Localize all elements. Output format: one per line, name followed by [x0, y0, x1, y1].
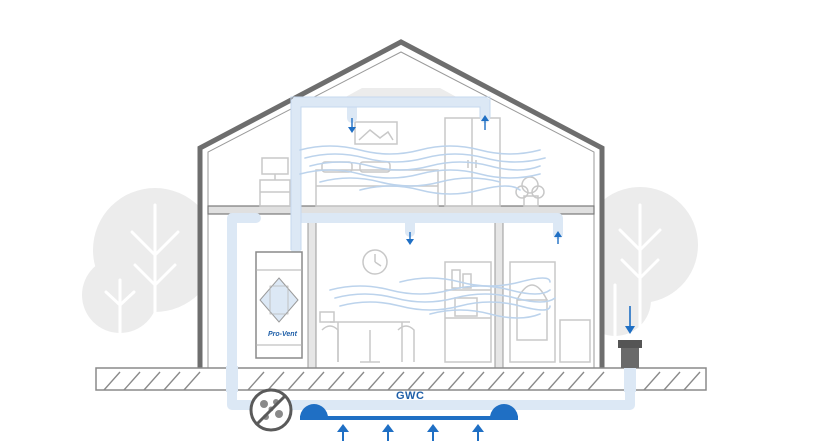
arrow-up-icon [427, 424, 439, 441]
no-bacteria-icon [249, 388, 293, 432]
airflow-lower [329, 277, 556, 319]
arrow-up-icon [481, 115, 489, 130]
vent-arrows [348, 115, 562, 245]
ground-heat-exchanger-icon: GWC [300, 390, 518, 420]
living-furniture [319, 249, 591, 363]
interior-wall-right [494, 213, 504, 369]
interior-wall-left [307, 213, 317, 369]
airflow-upper [299, 145, 546, 195]
arrow-up-icon [472, 424, 484, 441]
arrow-up-icon [382, 424, 394, 441]
duct-outline [290, 96, 491, 250]
ground [95, 366, 707, 392]
arrow-down-icon [406, 232, 414, 245]
floor-slab [207, 205, 595, 215]
gwc-label: GWC [396, 390, 424, 402]
arrow-down-icon [348, 118, 356, 133]
ground-heat-arrows [337, 424, 484, 441]
air-intake-chimney-icon [618, 306, 642, 368]
brand-logo-text: Pro-Vent [268, 331, 298, 338]
trees-left [82, 188, 217, 367]
arrow-up-icon [554, 231, 562, 244]
recuperator-unit: Pro-Vent [255, 251, 303, 359]
arrow-up-icon [337, 424, 349, 441]
